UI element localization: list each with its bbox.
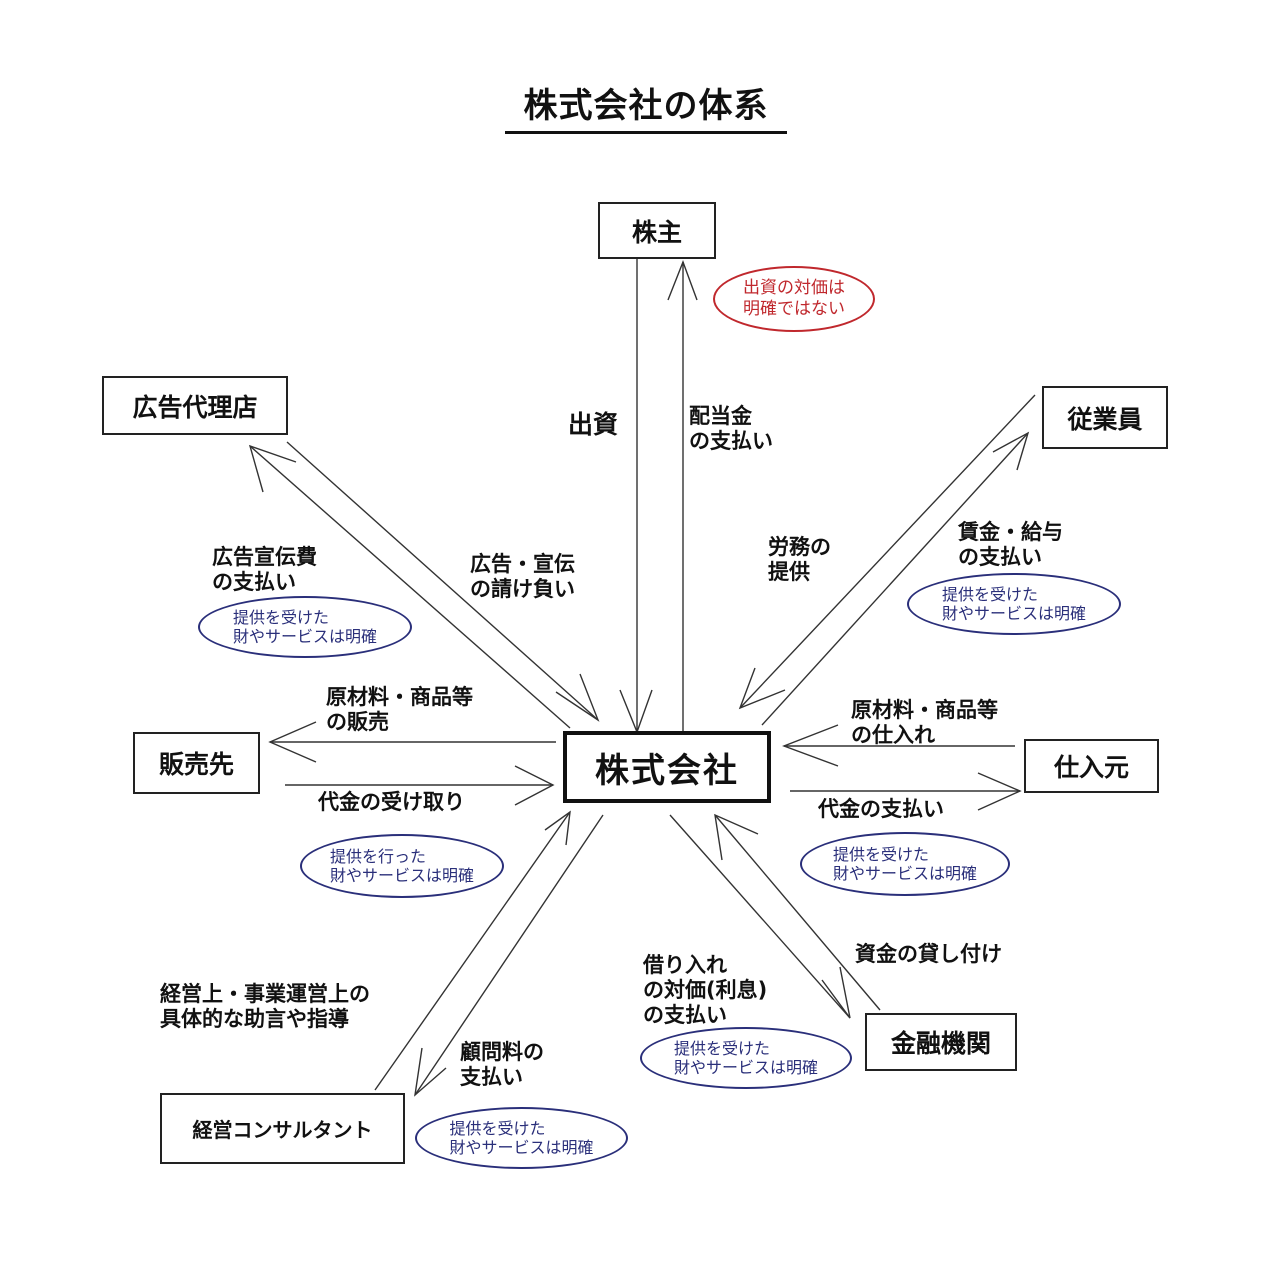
label-investment: 出資 xyxy=(568,410,619,439)
arrow-purchase-payment xyxy=(790,772,1022,811)
arrow-interest xyxy=(669,814,851,1019)
arrow-purchase xyxy=(782,724,1015,767)
node-shareholder: 株主 xyxy=(598,202,716,259)
node-employee-label: 従業員 xyxy=(1067,404,1143,434)
node-bank-label: 金融機関 xyxy=(890,1029,991,1058)
node-customer-label: 販売先 xyxy=(158,750,234,779)
label-interest: 借り入れ の対価(利息) の支払い xyxy=(643,953,768,1027)
label-sales-receipt: 代金の受け取り xyxy=(318,790,465,814)
arrow-sales-receipt xyxy=(285,765,555,806)
page-title: 株式会社の体系 xyxy=(505,78,787,134)
arrow-consult-fee xyxy=(414,814,604,1097)
note-ad-agency: 提供を受けた 財やサービスは明確 xyxy=(198,596,412,658)
label-sales: 原材料・商品等 の販売 xyxy=(326,685,473,734)
arrow-sales xyxy=(268,721,556,763)
arrow-dividend xyxy=(667,260,698,732)
label-loan: 資金の貸し付け xyxy=(855,942,1002,966)
node-ad-agency-label: 広告代理店 xyxy=(132,392,258,422)
label-purchase-payment: 代金の支払い xyxy=(818,797,944,821)
node-employee: 従業員 xyxy=(1042,386,1168,449)
note-bank: 提供を受けた 財やサービスは明確 xyxy=(640,1027,852,1089)
arrow-ad-contract xyxy=(286,441,600,722)
node-bank: 金融機関 xyxy=(865,1013,1017,1071)
label-ad-contract: 広告・宣伝 の請け負い xyxy=(470,552,575,601)
note-customer: 提供を行った 財やサービスは明確 xyxy=(300,834,504,898)
node-shareholder-label: 株主 xyxy=(631,217,682,247)
arrow-advice xyxy=(374,810,571,1091)
label-ad-payment: 広告宣伝費 の支払い xyxy=(212,545,317,594)
node-ad-agency: 広告代理店 xyxy=(102,376,288,435)
arrow-ad-payment xyxy=(248,444,571,729)
arrow-investment xyxy=(619,258,653,734)
label-labor: 労務の 提供 xyxy=(768,535,831,584)
note-shareholder: 出資の対価は 明確ではない xyxy=(713,266,875,332)
arrow-loan xyxy=(714,813,881,1011)
label-consult-fee: 顧問料の 支払い xyxy=(460,1040,544,1089)
node-customer: 販売先 xyxy=(133,732,260,794)
label-purchase: 原材料・商品等 の仕入れ xyxy=(851,698,998,747)
label-advice: 経営上・事業運営上の 具体的な助言や指導 xyxy=(160,982,370,1031)
note-supplier: 提供を受けた 財やサービスは明確 xyxy=(800,832,1010,896)
node-supplier-label: 仕入元 xyxy=(1053,753,1129,782)
arrow-labor xyxy=(738,394,1036,710)
node-consultant-label: 経営コンサルタント xyxy=(192,1118,373,1142)
label-dividend: 配当金 の支払い xyxy=(689,404,773,453)
arrow-wage xyxy=(761,431,1030,726)
node-consultant: 経営コンサルタント xyxy=(160,1093,405,1164)
node-supplier: 仕入元 xyxy=(1024,739,1159,793)
note-employee: 提供を受けた 財やサービスは明確 xyxy=(907,573,1121,635)
node-company-label: 株式会社 xyxy=(595,750,739,791)
node-company: 株式会社 xyxy=(563,731,771,803)
label-wage: 賃金・給与 の支払い xyxy=(958,520,1063,569)
note-consultant: 提供を受けた 財やサービスは明確 xyxy=(415,1107,628,1169)
